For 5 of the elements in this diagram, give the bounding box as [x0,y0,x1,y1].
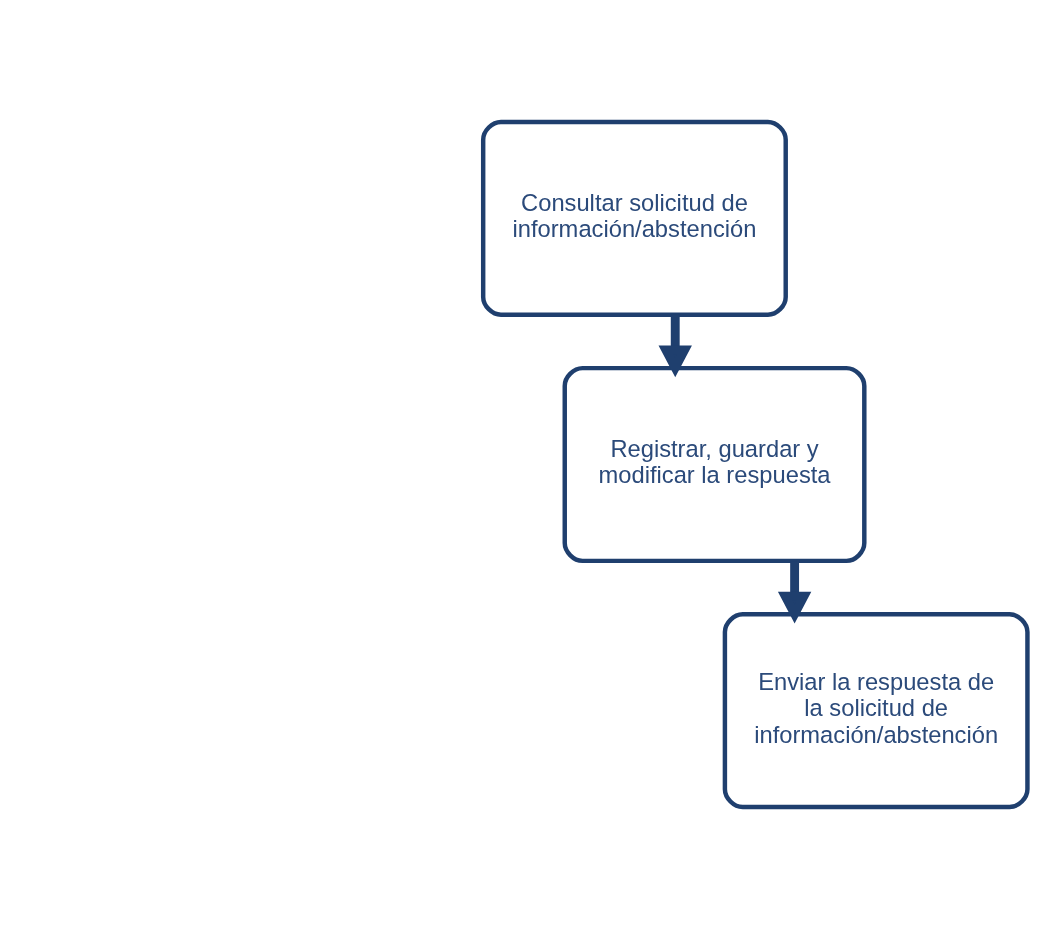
arrow [777,560,812,624]
node-box: Registrar, guardar y modificar la respuesta [562,365,867,563]
arrow [658,314,692,377]
node-box: Consultar solicitud de información/abstención [480,119,788,317]
node-box: Enviar la respuesta de la solicitud de información/abstención [722,611,1030,809]
